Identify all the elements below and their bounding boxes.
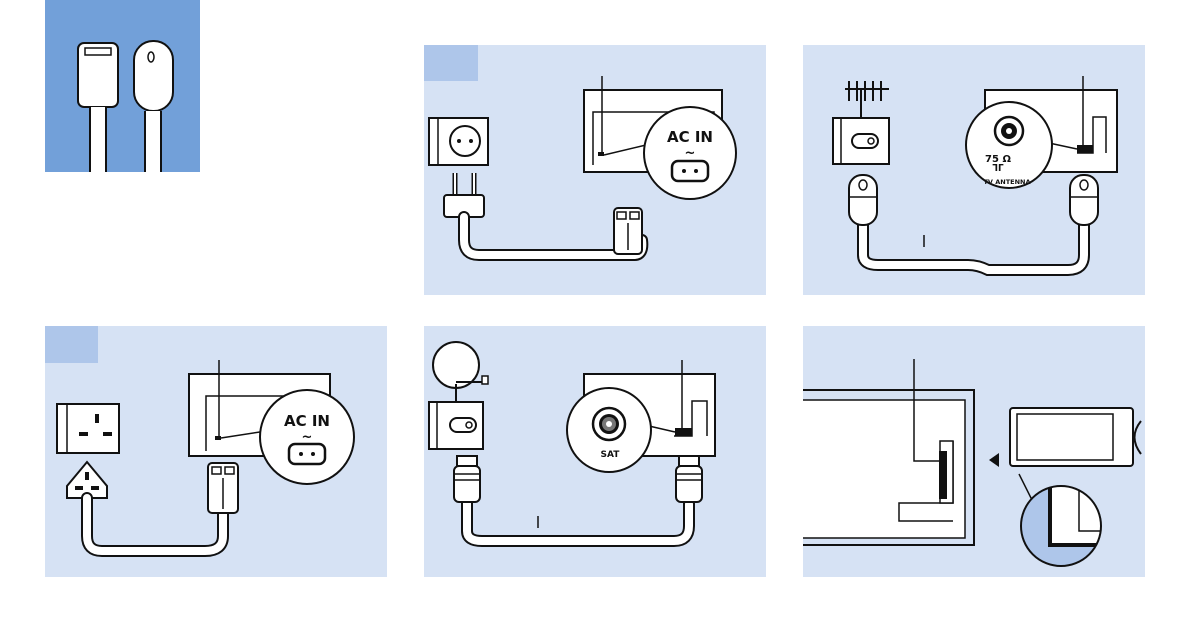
antenna-wall-socket-icon bbox=[833, 118, 889, 164]
satellite-dish-icon bbox=[433, 342, 488, 402]
panel-eu-power: AC IN ~ bbox=[424, 45, 766, 295]
antenna-icon bbox=[845, 81, 889, 118]
insert-arrow-icon bbox=[989, 453, 999, 467]
cable-legend-illustration bbox=[45, 0, 200, 172]
tv-antenna-illustration: 75 Ω ᒣᒥ TV ANTENNA bbox=[803, 45, 1145, 295]
uk-power-illustration: AC IN ~ bbox=[45, 326, 387, 577]
eu-power-illustration: AC IN ~ bbox=[424, 45, 766, 295]
cam-module-icon bbox=[1010, 408, 1141, 466]
svg-text:ᒣᒥ: ᒣᒥ bbox=[992, 164, 1004, 174]
eu-plug-icon bbox=[444, 173, 484, 217]
sat-magnifier: SAT bbox=[567, 388, 651, 472]
cable-legend-panel bbox=[45, 0, 200, 172]
step-tab bbox=[45, 326, 98, 363]
ac-in-magnifier: AC IN ~ bbox=[260, 390, 354, 484]
sat-plug-right-icon bbox=[676, 456, 702, 502]
panel-satellite: SAT bbox=[424, 326, 766, 577]
coax-connector-icon bbox=[134, 41, 173, 172]
step-tab bbox=[424, 45, 478, 81]
eu-wall-socket-icon bbox=[429, 118, 488, 165]
satellite-illustration: SAT bbox=[424, 326, 766, 577]
sat-plug-left-icon bbox=[454, 456, 480, 502]
iec-connector-icon bbox=[208, 463, 238, 513]
coax-plug-right-icon bbox=[1070, 175, 1098, 225]
ac-tilde: ~ bbox=[685, 146, 696, 161]
ac-in-magnifier: AC IN ~ bbox=[644, 107, 736, 199]
cam-slot-illustration bbox=[803, 326, 1145, 577]
cam-slot-magnifier bbox=[1021, 486, 1103, 575]
antenna-magnifier: 75 Ω ᒣᒥ TV ANTENNA bbox=[966, 102, 1052, 188]
coax-plug-left-icon bbox=[849, 175, 877, 225]
panel-uk-power: AC IN ~ bbox=[45, 326, 387, 577]
ac-in-label: AC IN bbox=[284, 412, 330, 430]
sat-wall-socket-icon bbox=[429, 402, 483, 449]
panel-tv-antenna: 75 Ω ᒣᒥ TV ANTENNA bbox=[803, 45, 1145, 295]
tv-antenna-label: TV ANTENNA bbox=[984, 178, 1031, 186]
ac-in-label: AC IN bbox=[667, 128, 713, 146]
tv-side-panel bbox=[803, 359, 974, 545]
panel-cam-slot bbox=[803, 326, 1145, 577]
sat-label: SAT bbox=[601, 450, 621, 460]
usb-connector-icon bbox=[78, 43, 118, 172]
uk-wall-socket-icon bbox=[57, 404, 119, 453]
iec-connector-icon bbox=[614, 208, 642, 254]
